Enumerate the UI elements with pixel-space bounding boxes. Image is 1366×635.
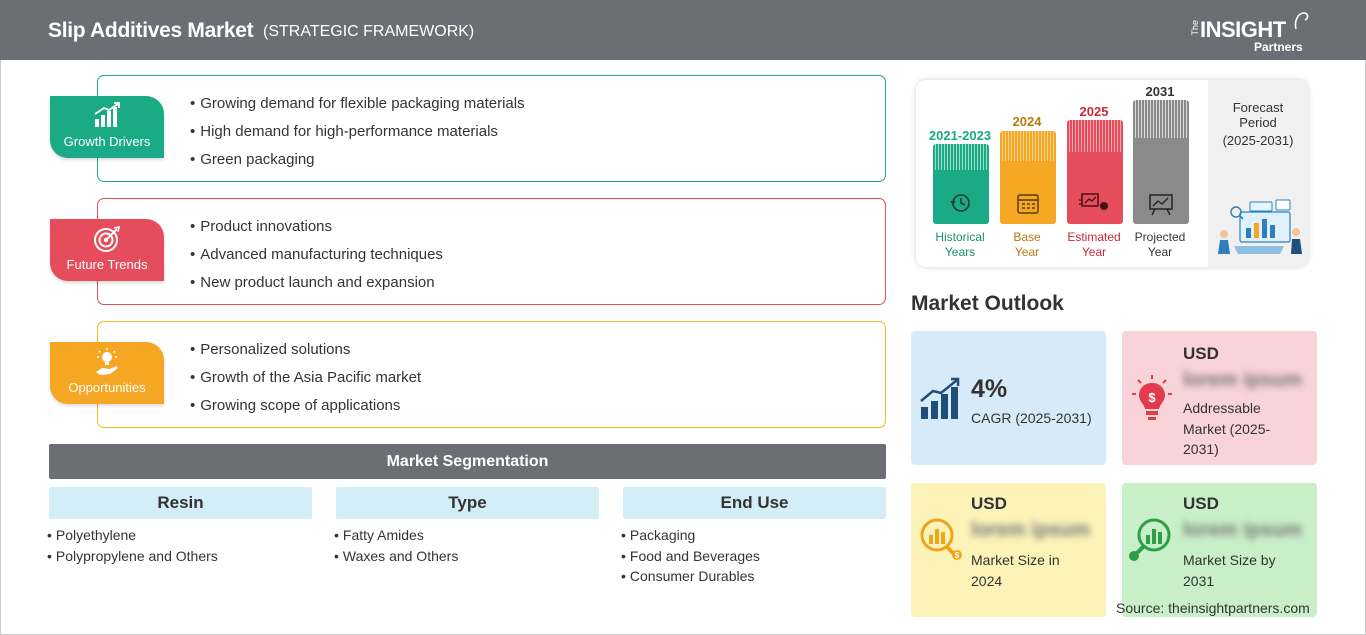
timeline-label-estimated: Estimated Year [1067,230,1121,259]
list-item: Growing demand for flexible packaging ma… [190,95,524,123]
forecast-period-panel: Forecast Period (2025-2031) [1208,80,1308,267]
history-clock-icon [950,194,970,212]
timeline-year-estimated: 2025 [1079,104,1109,119]
segment-heading-end-use: End Use [623,487,886,519]
forecast-period-range: (2025-2031) [1222,133,1294,148]
analytics-team-illustration-icon [1218,199,1302,254]
size-2024-value: lorem ipsum [971,519,1090,541]
list-item: Growth of the Asia Pacific market [190,369,421,397]
idea-dollar-bulb-icon: $ [1132,375,1172,420]
list-item: Product innovations [190,218,443,246]
size-2024-label: Market Size in 2024 [971,552,1060,589]
size-2031-label: Market Size by 2031 [1183,552,1276,589]
timeline-bar-estimated [1067,120,1123,224]
badge-label: Future Trends [66,257,148,272]
calendar-icon [1017,194,1039,214]
badge-label: Opportunities [68,380,146,395]
addressable-currency: USD [1183,344,1219,363]
bar-chart-growth-icon [94,102,120,127]
page-title: Slip Additives Market [48,19,254,42]
cagr-card: 4% CAGR (2025-2031) [911,331,1106,465]
list-item: Green packaging [190,151,525,179]
list-item: Polypropylene and Others [47,547,218,568]
timeline-year-historical: 2021-2023 [928,128,992,143]
list-item: New product launch and expansion [190,274,443,302]
header-bar: Slip Additives Market (STRATEGIC FRAMEWO… [0,0,1366,60]
timeline-label-projected: Projected Year [1134,230,1186,259]
list-item: High demand for high-performance materia… [190,123,525,151]
market-forecast-search-icon [1129,518,1171,561]
growth-chart-icon [920,377,960,419]
market-segmentation-header: Market Segmentation [49,444,886,479]
market-size-2024-card: USD lorem ipsum $ Market Size in 2024 [911,483,1106,617]
addressable-label: Addressable Market (2025- 2031) [1183,400,1271,457]
growth-drivers-list: Growing demand for flexible packaging ma… [190,95,525,179]
timeline-bar-base [1000,131,1056,224]
svg-text:$: $ [955,551,960,560]
opportunities-list: Personalized solutions Growth of the Asi… [190,341,421,425]
svg-text:$: $ [1148,390,1156,405]
addressable-market-card: USD lorem ipsum $ Addressable Market (20… [1122,331,1317,465]
timeline-label-base: Base Year [1013,230,1041,259]
market-size-2031-card: USD lorem ipsum Market Size by 2031 [1122,483,1317,617]
list-item: Personalized solutions [190,341,421,369]
segment-heading-type: Type [336,487,599,519]
segment-heading-resin: Resin [49,487,312,519]
timeline-bar-historical [933,144,989,224]
logo-swirl-icon [1294,12,1309,30]
list-item: Consumer Durables [621,567,760,588]
market-search-dollar-icon: $ [920,518,962,560]
timeline-panel: 2021-2023 Historical Years 2024 Base Yea… [916,80,1308,267]
timeline-year-projected: 2031 [1145,84,1175,99]
timeline-label-historical: Historical Years [935,230,985,259]
cagr-label: CAGR (2025-2031) [971,410,1092,426]
list-item: Packaging [621,526,760,547]
future-trends-list: Product innovations Advanced manufacturi… [190,218,443,302]
growth-drivers-card: Growing demand for flexible packaging ma… [97,75,886,182]
list-item: Advanced manufacturing techniques [190,246,443,274]
list-item: Growing scope of applications [190,397,421,425]
target-icon [94,225,121,252]
presentation-board-icon [1149,194,1173,216]
estimate-chart-icon [1079,193,1108,210]
badge-label: Growth Drivers [63,134,151,149]
cagr-value: 4% [971,375,1008,403]
size-2031-value: lorem ipsum [1183,519,1302,541]
lightbulb-hand-icon [96,348,118,375]
list-item: Food and Beverages [621,547,760,568]
size-2024-currency: USD [971,494,1007,513]
timeline-year-base: 2024 [1012,114,1042,129]
opportunities-card: Personalized solutions Growth of the Asi… [97,321,886,428]
growth-drivers-badge: Growth Drivers [50,96,164,158]
forecast-title: Forecast Period [1232,100,1284,130]
list-item: Fatty Amides [334,526,458,547]
source-link[interactable]: Source: theinsightpartners.com [1116,600,1310,616]
list-item: Polyethylene [47,526,218,547]
list-item: Waxes and Others [334,547,458,568]
segment-list-resin: Polyethylene Polypropylene and Others [47,526,218,567]
insight-partners-logo[interactable]: The INSIGHT Partners [1188,10,1318,54]
segment-list-end-use: Packaging Food and Beverages Consumer Du… [621,526,760,588]
addressable-value: lorem ipsum [1183,369,1302,391]
future-trends-badge: Future Trends [50,219,164,281]
market-outlook-title: Market Outlook [911,292,1064,315]
page-subtitle: (STRATEGIC FRAMEWORK) [263,23,475,40]
timeline-bar-projected [1133,100,1189,224]
size-2031-currency: USD [1183,494,1219,513]
opportunities-badge: Opportunities [50,342,164,404]
future-trends-card: Product innovations Advanced manufacturi… [97,198,886,305]
segment-list-type: Fatty Amides Waxes and Others [334,526,458,567]
